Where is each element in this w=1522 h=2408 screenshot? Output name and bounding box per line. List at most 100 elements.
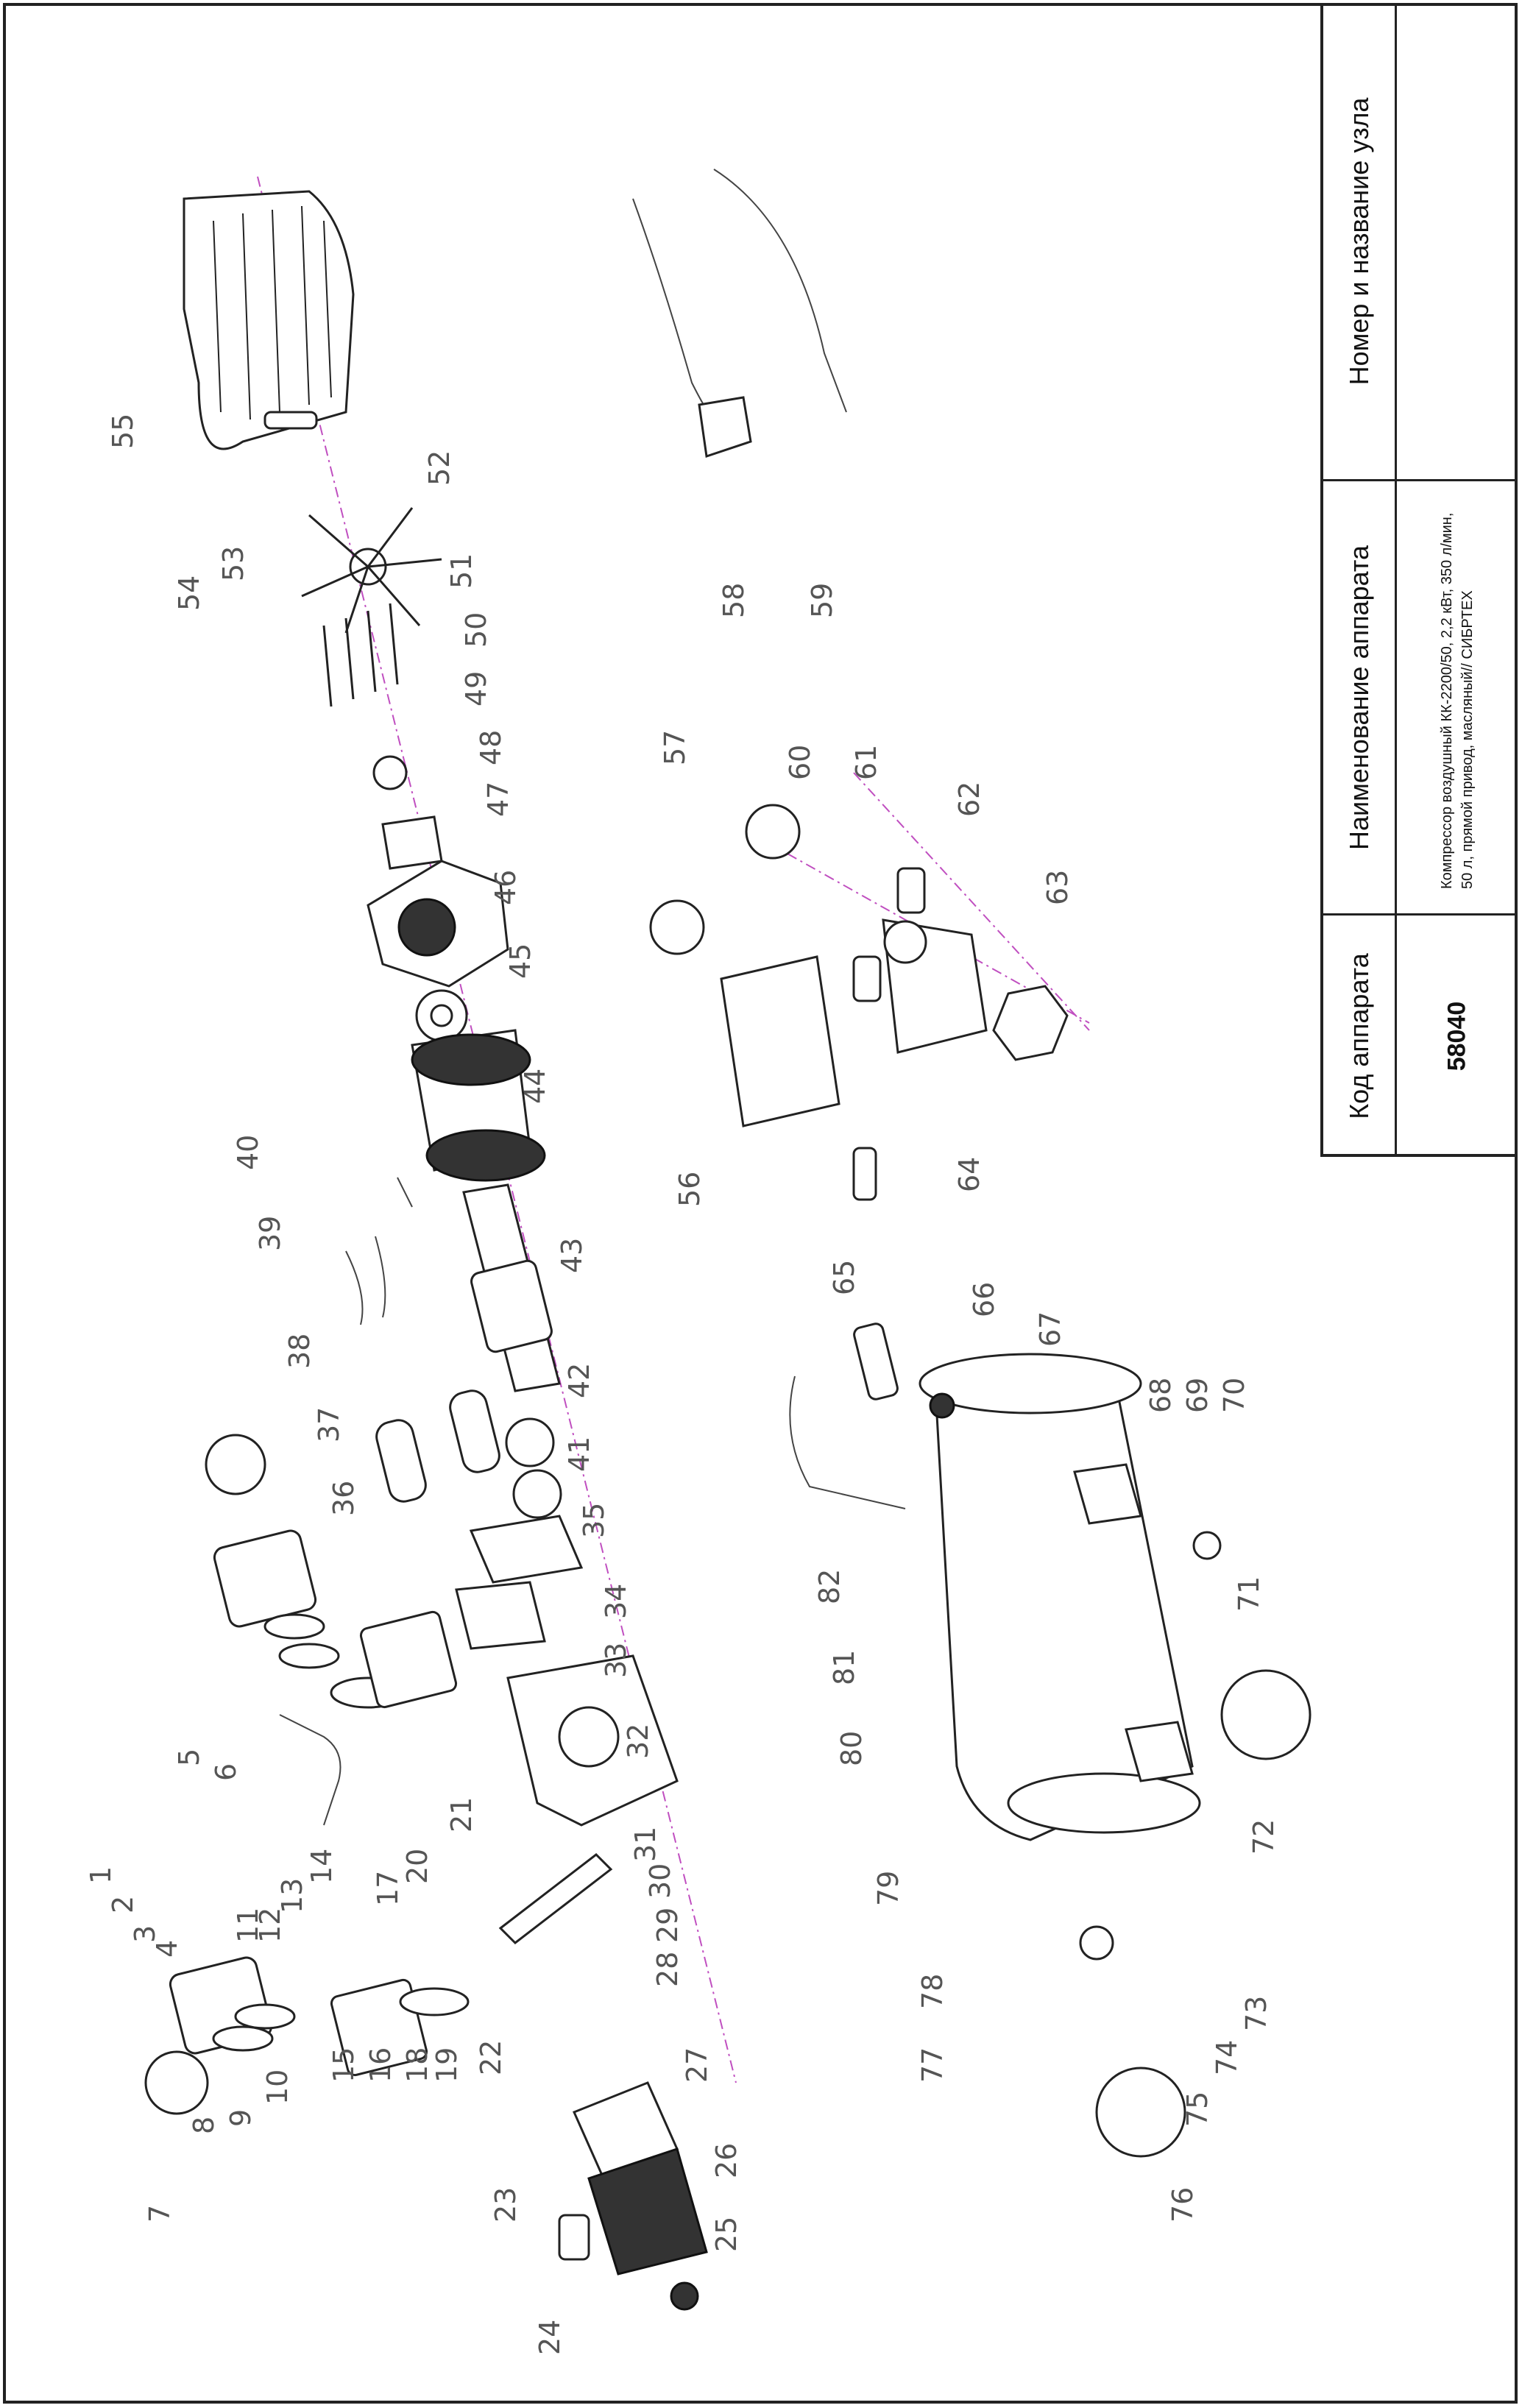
- callout-80: 80: [835, 1731, 868, 1766]
- callout-58: 58: [718, 583, 750, 618]
- callout-39: 39: [254, 1216, 286, 1251]
- callout-44: 44: [519, 1069, 551, 1104]
- gauge-tank: [649, 899, 705, 955]
- quick-coupler-a: [852, 955, 882, 1002]
- tb-name-value-cell: Компрессор воздушный КК-2200/50, 2,2 кВт…: [1397, 481, 1518, 916]
- callout-60: 60: [784, 745, 816, 780]
- crankcase-cover: [587, 2147, 708, 2276]
- callout-71: 71: [1233, 1576, 1265, 1612]
- callout-34: 34: [600, 1584, 632, 1619]
- callout-50: 50: [460, 612, 492, 648]
- delivery-pipe: [789, 1375, 906, 1509]
- tb-code-header-cell: Код аппарата: [1323, 916, 1395, 1157]
- crankcase: [506, 1654, 679, 1827]
- power-cord: [632, 198, 715, 420]
- delivery-tube: [279, 1714, 341, 1826]
- callout-51: 51: [445, 553, 478, 589]
- callout-12: 12: [254, 1908, 286, 1943]
- pressure-switch: [720, 955, 840, 1127]
- rotor: [462, 1183, 561, 1392]
- callout-66: 66: [968, 1282, 1000, 1317]
- callout-22: 22: [475, 2040, 507, 2075]
- callout-3: 3: [129, 1925, 161, 1943]
- gauge-outlet: [745, 804, 801, 860]
- callout-25: 25: [710, 2217, 743, 2252]
- hex-nut: [992, 985, 1069, 1061]
- callout-68: 68: [1144, 1378, 1177, 1413]
- callout-69: 69: [1181, 1378, 1214, 1413]
- callout-59: 59: [806, 583, 838, 618]
- rear-bearing-inner: [430, 1004, 453, 1027]
- callout-78: 78: [916, 1974, 949, 2009]
- callout-11: 11: [232, 1908, 264, 1943]
- tb-header-row: Номер и название узла Наименование аппар…: [1323, 3, 1397, 1157]
- callout-17: 17: [372, 1871, 404, 1906]
- front-bearing-outer: [512, 1469, 562, 1519]
- cylinder-head-lower: [144, 1956, 470, 2115]
- callout-46: 46: [489, 870, 522, 905]
- callout-6: 6: [210, 1763, 242, 1781]
- callout-37: 37: [313, 1407, 345, 1442]
- tb-node-value-cell: [1397, 3, 1518, 481]
- motor-cable: [713, 169, 847, 413]
- callout-7: 7: [144, 2205, 176, 2223]
- callout-79: 79: [872, 1871, 905, 1906]
- title-block: Номер и название узла Наименование аппар…: [1320, 3, 1518, 1157]
- power-plug: [698, 396, 752, 458]
- tb-value-row: Компрессор воздушный КК-2200/50, 2,2 кВт…: [1397, 3, 1518, 1157]
- callout-41: 41: [563, 1437, 595, 1472]
- wheel-right: [1220, 1669, 1312, 1760]
- tank-foot-lower: [1125, 1721, 1194, 1782]
- safety-valve: [852, 1147, 877, 1201]
- tb-name-header-cell: Наименование аппарата: [1323, 481, 1395, 916]
- tb-node-header-cell: Номер и название узла: [1323, 3, 1395, 481]
- callout-75: 75: [1181, 2092, 1214, 2127]
- callout-43: 43: [556, 1238, 588, 1273]
- callout-63: 63: [1041, 870, 1074, 905]
- oil-filler: [558, 2214, 590, 2261]
- tb-code-value-cell: 58040: [1397, 916, 1518, 1157]
- callout-49: 49: [460, 671, 492, 707]
- tank-foot-upper: [1073, 1463, 1142, 1525]
- callout-64: 64: [953, 1157, 985, 1192]
- callout-21: 21: [445, 1797, 478, 1832]
- callout-45: 45: [504, 943, 537, 979]
- callout-47: 47: [482, 782, 514, 817]
- drawing-sheet: [3, 3, 1518, 2404]
- callout-65: 65: [828, 1260, 860, 1295]
- check-valve: [853, 1322, 899, 1400]
- callout-2: 2: [107, 1896, 139, 1913]
- motor-end-cap: [367, 860, 509, 988]
- stator: [411, 1029, 546, 1182]
- tie-bolts: [322, 603, 399, 707]
- callout-5: 5: [173, 1749, 205, 1766]
- callout-35: 35: [578, 1503, 610, 1538]
- connecting-rod: [498, 1853, 613, 1944]
- callout-42: 42: [563, 1363, 595, 1398]
- callout-16: 16: [364, 2047, 397, 2083]
- start-capacitor: [449, 1389, 500, 1473]
- callout-76: 76: [1167, 2187, 1199, 2223]
- callout-72: 72: [1247, 1819, 1280, 1855]
- tb-name-value: Компрессор воздушный КК-2200/50, 2,2 кВт…: [1439, 512, 1476, 889]
- wheel-left: [1095, 2067, 1186, 2158]
- lower-bracket: [455, 1581, 546, 1650]
- quick-coupler-b: [896, 867, 926, 914]
- callout-33: 33: [600, 1643, 632, 1678]
- rubber-foot: [1192, 1531, 1222, 1560]
- tb-code-header: Код аппарата: [1343, 953, 1374, 1119]
- shaft-clip: [372, 755, 408, 790]
- callouts: 1 2 3 4 5 6 7 8 9 10 11 12 13 14 15 16 1…: [85, 414, 1280, 2355]
- callout-10: 10: [261, 2069, 294, 2105]
- motor-shroud: [183, 190, 355, 450]
- callout-9: 9: [224, 2109, 257, 2127]
- callout-32: 32: [622, 1724, 654, 1759]
- callout-23: 23: [489, 2187, 522, 2223]
- callout-27: 27: [681, 2047, 713, 2083]
- callout-8: 8: [188, 2117, 220, 2134]
- callout-28: 28: [651, 1952, 684, 1987]
- run-capacitor: [375, 1419, 427, 1503]
- exploded-parts-diagram: 1 2 3 4 5 6 7 8 9 10 11 12 13 14 15 16 1…: [85, 169, 1312, 2355]
- callout-48: 48: [475, 730, 507, 765]
- tb-code-value: 58040: [1443, 1001, 1471, 1072]
